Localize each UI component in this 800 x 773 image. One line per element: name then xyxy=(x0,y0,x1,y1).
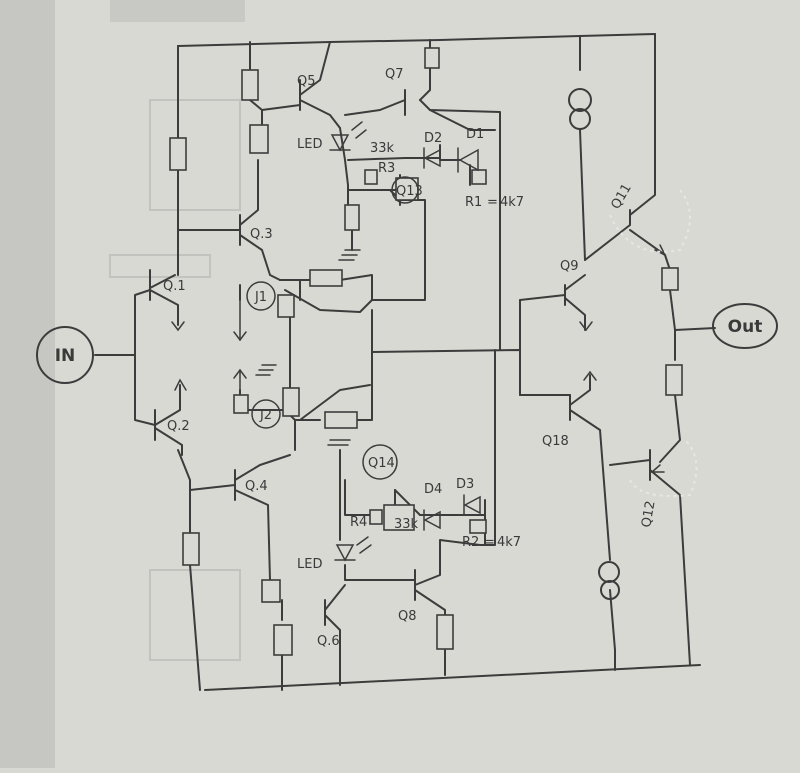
output-node: Out xyxy=(712,303,778,349)
resistor xyxy=(364,169,378,185)
q6-label: Q.6 xyxy=(317,634,340,649)
r4-label: R4 xyxy=(350,515,367,530)
j1-label: J1 xyxy=(254,290,267,305)
resistor xyxy=(661,267,679,291)
resistor xyxy=(665,364,683,396)
d3-label: D3 xyxy=(456,477,474,492)
transistors xyxy=(171,244,667,473)
led-top xyxy=(329,121,367,152)
r3-label: R3 xyxy=(378,161,395,176)
input-label: IN xyxy=(55,346,76,366)
r2-label: R2 xyxy=(462,535,479,550)
q13-label: Q13 xyxy=(396,184,423,199)
glow-marks xyxy=(609,189,698,497)
d4-label: D4 xyxy=(424,482,442,497)
resistor xyxy=(436,614,454,650)
q4-label: Q.4 xyxy=(245,479,268,494)
q2-label: Q.2 xyxy=(167,419,190,434)
component-labels: Q.1 Q.2 Q.3 Q.4 Q5 Q.6 Q7 Q8 Q9 Q11 Q12 … xyxy=(163,67,659,649)
q1-label: Q.1 xyxy=(163,279,186,294)
led-bottom-label: LED xyxy=(297,557,322,572)
d1-label: D1 xyxy=(466,127,484,142)
transistor-q14-circle xyxy=(362,444,398,480)
resistor xyxy=(261,579,281,603)
diodes xyxy=(329,121,481,562)
r4-value: 33k xyxy=(394,517,419,532)
resistor xyxy=(383,504,415,531)
transistor-q13-circle xyxy=(391,176,419,204)
transistor-q1-arrow xyxy=(171,321,185,332)
resistor xyxy=(241,69,259,101)
transistor-q2-arrow xyxy=(174,378,187,391)
resistor-r1 xyxy=(471,169,487,185)
j2-label: J2 xyxy=(259,408,272,423)
resistor xyxy=(344,204,360,231)
q3-label: Q.3 xyxy=(250,227,273,242)
q14-label: Q14 xyxy=(368,456,395,471)
resistor xyxy=(273,624,293,656)
transistor-q9-arrow xyxy=(579,321,593,332)
current-source-bottom-2 xyxy=(600,580,620,600)
q12-label: Q12 xyxy=(639,500,658,529)
jfet-j2: J2 xyxy=(251,399,281,429)
diode-d1 xyxy=(457,147,479,173)
svg-text:=: = xyxy=(484,535,495,550)
diode-d3 xyxy=(463,494,481,516)
resistor xyxy=(309,269,343,287)
transistor-q18-arrow xyxy=(583,370,597,381)
resistor xyxy=(169,137,187,171)
input-node: IN xyxy=(36,326,94,384)
svg-text:=: = xyxy=(487,195,498,210)
resistor xyxy=(282,387,300,417)
resistor xyxy=(277,294,295,318)
led-bottom xyxy=(334,536,372,562)
led-top-label: LED xyxy=(297,137,322,152)
resistor xyxy=(324,411,358,429)
q8-label: Q8 xyxy=(398,609,417,624)
resistor-r4 xyxy=(369,509,383,525)
jfet-j1: J1 xyxy=(246,281,276,311)
d2-label: D2 xyxy=(424,131,442,146)
resistor xyxy=(233,394,249,414)
resistor xyxy=(182,532,200,566)
r2-value: 4k7 xyxy=(497,535,521,550)
resistors xyxy=(169,47,683,656)
q18-label: Q18 xyxy=(542,434,569,449)
current-sources xyxy=(568,88,620,600)
resistor-r2 xyxy=(469,519,487,534)
diode-d4 xyxy=(423,509,441,531)
ground-symbols xyxy=(255,249,361,446)
q9-label: Q9 xyxy=(560,259,579,274)
q7-label: Q7 xyxy=(385,67,404,82)
output-label: Out xyxy=(728,317,763,337)
circuit-wires xyxy=(94,33,716,691)
r1-value: 4k7 xyxy=(500,195,524,210)
q5-label: Q5 xyxy=(297,74,316,89)
resistor xyxy=(424,47,440,69)
r1-label: R1 xyxy=(465,195,482,210)
diode-d2 xyxy=(423,147,441,169)
current-source-top xyxy=(568,88,592,112)
r3-value: 33k xyxy=(370,141,395,156)
current-source-top-2 xyxy=(569,108,591,130)
resistor xyxy=(249,124,269,154)
